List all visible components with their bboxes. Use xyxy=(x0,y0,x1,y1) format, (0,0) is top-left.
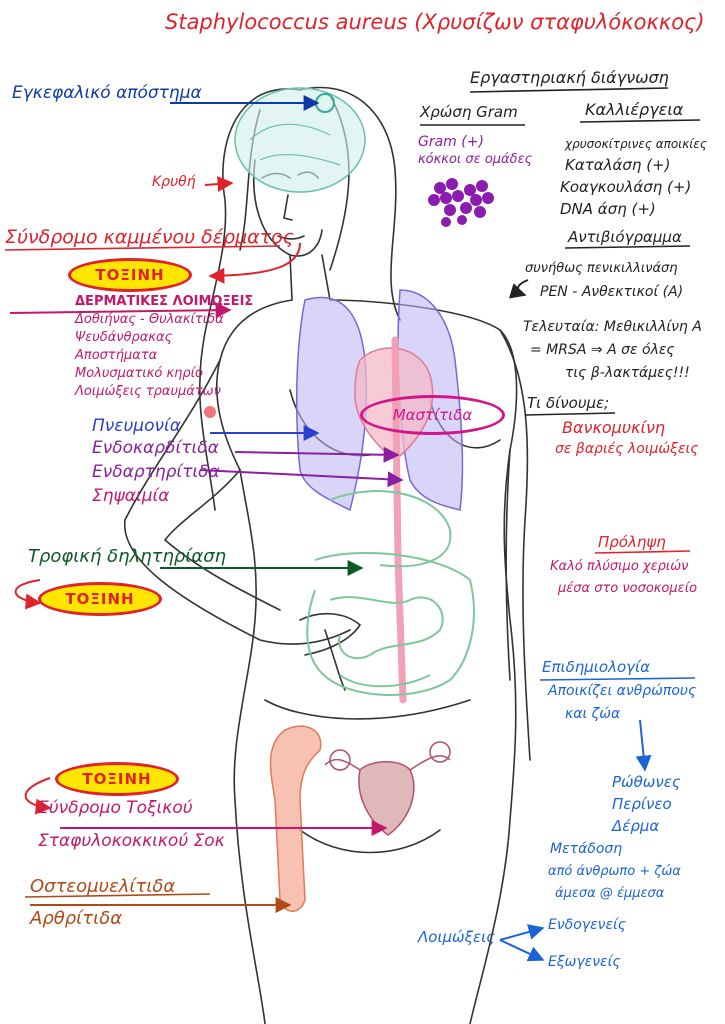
toxin-badge-2: ΤΟΞΙΝΗ xyxy=(38,582,162,616)
label-food-poisoning: Τροφική δηλητηρίαση xyxy=(28,546,227,567)
label-osteomyelitis: Οστεομυελίτιδα xyxy=(30,876,176,897)
label-lab-diagnosis: Εργαστηριακή διάγνωση xyxy=(470,68,669,87)
label-scalded-skin: Σύνδρομο καμμένου δέρματος xyxy=(5,226,294,248)
label-antibiogram: Αντιβιόγραμμα xyxy=(568,228,682,246)
label-site-nostrils: Ρώθωνες xyxy=(612,773,681,791)
label-gram-clusters: κόκκοι σε ομάδες xyxy=(418,152,533,167)
arrow-dermal xyxy=(9,302,232,319)
label-culture-3: Κοαγκουλάση (+) xyxy=(560,178,692,196)
label-severe-infections: σε βαριές λοιμώξεις xyxy=(555,441,699,457)
label-antibio-2: PEN - Ανθεκτικοί (A) xyxy=(540,284,684,300)
skin-lesion-dot xyxy=(204,406,216,418)
label-antibio-5: τις β-λακτάμες!!! xyxy=(565,365,690,381)
label-endogenous: Ενδογενείς xyxy=(548,917,626,933)
underline-prevention xyxy=(594,550,691,554)
label-sepsis: Σηψαιμία xyxy=(92,486,170,506)
label-gram-head: Χρώση Gram xyxy=(420,103,518,121)
label-culture-2: Καταλάση (+) xyxy=(565,156,671,174)
toxin-badge-1: ΤΟΞΙΝΗ xyxy=(68,258,192,292)
label-epi-2: και ζώα xyxy=(565,706,621,722)
underline-what xyxy=(524,412,616,416)
label-dermal-3: Αποστήματα xyxy=(75,348,158,363)
underline-lab xyxy=(469,87,669,93)
label-antibio-1: συνήθως πενικιλλινάση xyxy=(525,261,678,276)
arrow-epi xyxy=(635,719,652,772)
underline-culture xyxy=(579,119,701,123)
label-tss-1: Σύνδρομο Τοξικού xyxy=(38,798,193,818)
label-exogenous: Εξωγενείς xyxy=(548,954,621,970)
label-handwash-1: Καλό πλύσιμο χεριών xyxy=(550,559,689,574)
label-arthritis: Αρθρίτιδα xyxy=(30,908,123,929)
arrow-toxin-tss xyxy=(24,777,52,815)
label-epi-1: Αποικίζει ανθρώπους xyxy=(548,683,697,699)
label-gram-positive: Gram (+) xyxy=(418,134,484,150)
label-endarteritis: Ενδαρτηρίτιδα xyxy=(92,462,220,482)
label-dermal-4: Μολυσματικό κηρίο xyxy=(75,366,203,381)
underline-osteo xyxy=(24,893,211,898)
label-culture-4: DNA άση (+) xyxy=(560,200,656,218)
arrow-toxin-food xyxy=(14,579,42,610)
label-vancomycin: Βανκομυκίνη xyxy=(562,418,666,437)
underline-antibiogram xyxy=(564,245,691,249)
bone-sketch xyxy=(269,725,322,912)
toxin-badge-3: ΤΟΞΙΝΗ xyxy=(55,762,179,796)
label-dermal-5: Λοιμώξεις τραυμάτων xyxy=(75,384,221,399)
label-endocarditis: Ενδοκαρδίτιδα xyxy=(92,438,219,458)
label-site-perineum: Περίνεο xyxy=(612,795,672,813)
arrow-endarteritis xyxy=(199,469,404,488)
arrow-hair xyxy=(204,176,234,193)
label-brain-abscess: Εγκεφαλικό απόστημα xyxy=(12,83,202,103)
arrow-infections-2 xyxy=(499,939,545,962)
label-antibio-3: Τελευταία: Μεθικιλλίνη A xyxy=(523,319,702,335)
arrow-infections-1 xyxy=(499,924,545,941)
label-dermal-1: Δοθιήνας - Θυλακίτιδα xyxy=(75,312,224,327)
label-hair: Κρυθή xyxy=(152,174,196,190)
label-site-skin: Δέρμα xyxy=(612,817,660,835)
intestines-sketch xyxy=(306,490,475,696)
underline-epi xyxy=(539,677,696,681)
arrow-culture xyxy=(508,279,529,299)
body-outline xyxy=(124,86,531,1024)
label-transmission-2: άμεσα @ έμμεσα xyxy=(555,886,665,901)
label-epidemiology: Επιδημιολογία xyxy=(542,658,650,676)
label-mastitis: Μαστίτιδα xyxy=(360,395,505,435)
label-prevention: Πρόληψη xyxy=(598,533,666,551)
label-transmission-1: από άνθρωπο + ζώα xyxy=(548,864,681,879)
label-dermal-2: Ψευδάνθρακας xyxy=(75,330,173,345)
arrow-endocarditis xyxy=(234,446,400,463)
label-dermal-head: ΔΕΡΜΑΤΙΚΕΣ ΛΟΙΜΩΞΕΙΣ xyxy=(75,294,254,309)
label-handwash-2: μέσα στο νοσοκομείο xyxy=(558,581,698,596)
label-pneumonia: Πνευμονία xyxy=(92,416,181,436)
label-culture-head: Καλλιέργεια xyxy=(585,100,684,119)
label-culture-1: χρυσοκίτρινες αποικίες xyxy=(565,137,707,151)
label-antibio-4: = MRSA ⇒ A σε όλες xyxy=(530,342,675,358)
underline-skin xyxy=(4,245,281,251)
label-infections: Λοιμώξεις xyxy=(418,928,495,946)
uterus-sketch xyxy=(324,741,451,836)
label-tss-2: Σταφυλοκοκκικού Σοκ xyxy=(38,831,225,851)
brain-sketch xyxy=(234,87,366,193)
label-transmission: Μετάδοση xyxy=(550,841,623,857)
page-title: Staphylococcus aureus (Χρυσίζων σταφυλόκ… xyxy=(165,10,705,34)
arrow-skin-syndrome xyxy=(208,242,301,284)
label-what-to-give: Τι δίνουμε; xyxy=(527,394,610,412)
cocci-cluster-icon xyxy=(428,178,494,227)
